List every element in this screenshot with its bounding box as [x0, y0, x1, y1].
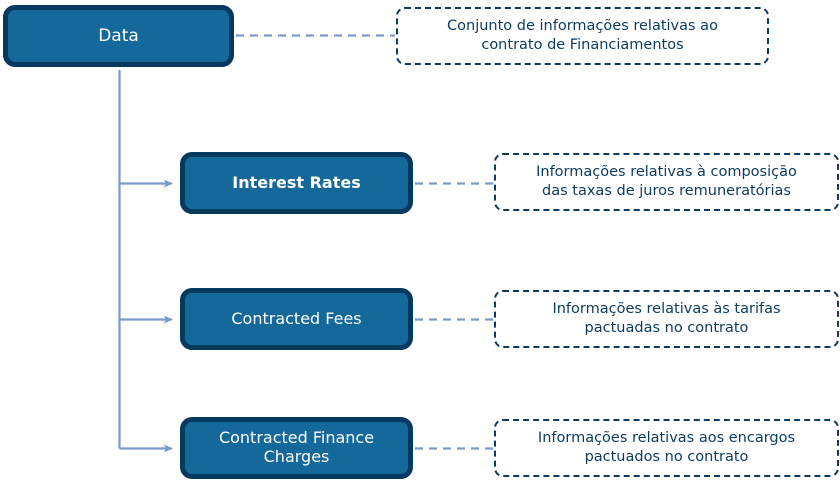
note-contracted-finance-charges-label: Informações relativas aos encargos pactu…	[537, 430, 796, 465]
note-interest-rates-label: Informações relativas à composição das t…	[536, 164, 797, 199]
node-contracted-fees-label: Contracted Fees	[231, 308, 362, 328]
note-data-label: Conjunto de informações relativas ao con…	[447, 18, 718, 53]
node-contracted-finance-charges-label: Contracted Finance Charges	[218, 428, 375, 466]
note-contracted-fees: Informações relativas às tarifas pactuad…	[494, 290, 839, 348]
note-contracted-finance-charges: Informações relativas aos encargos pactu…	[494, 419, 839, 477]
node-interest-rates[interactable]: Interest Rates	[180, 152, 413, 214]
node-contracted-finance-charges[interactable]: Contracted Finance Charges	[180, 417, 413, 479]
node-interest-rates-label: Interest Rates	[232, 172, 361, 192]
note-data: Conjunto de informações relativas ao con…	[396, 7, 769, 65]
node-data[interactable]: Data	[3, 5, 234, 67]
note-interest-rates: Informações relativas à composição das t…	[494, 153, 839, 211]
note-contracted-fees-label: Informações relativas às tarifas pactuad…	[552, 301, 781, 336]
node-data-label: Data	[98, 25, 139, 46]
node-contracted-fees[interactable]: Contracted Fees	[180, 288, 413, 350]
